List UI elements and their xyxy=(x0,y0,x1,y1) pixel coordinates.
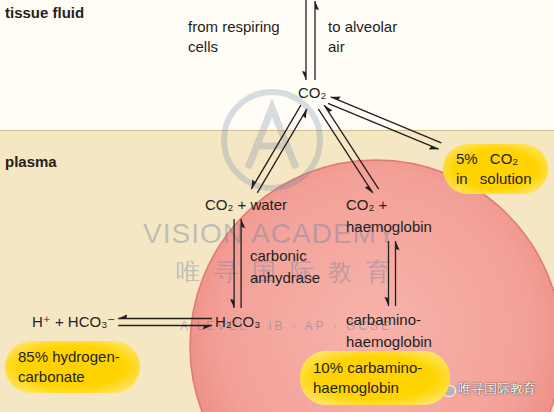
reaction-arrow xyxy=(324,105,379,189)
node-text: H₂CO₃ xyxy=(215,311,260,333)
node-text: 5% CO₂ in solution xyxy=(456,149,536,189)
reaction-arrow xyxy=(251,105,301,189)
outflow-arrow xyxy=(314,1,315,80)
enzyme-label: carbonic anhydrase xyxy=(250,245,330,289)
ion-node: H⁺ + HCO₃⁻ xyxy=(32,311,115,333)
reaction-arrow xyxy=(318,109,373,193)
node-text: CO₂ + water xyxy=(205,194,287,216)
node-text: H⁺ + HCO₃⁻ xyxy=(32,311,115,333)
watermark-logo xyxy=(224,92,320,188)
co2-node: CO₂ xyxy=(298,82,326,104)
node-text: CO₂ + haemoglobin xyxy=(346,194,438,238)
reaction-arrow xyxy=(118,318,212,319)
reaction-arrow xyxy=(257,109,307,193)
reactant-node: CO₂ + water xyxy=(205,194,287,216)
percent-callout: 85% hydrogen- carbonate xyxy=(5,341,140,393)
wechat-icon xyxy=(433,380,456,397)
red-blood-cell xyxy=(190,160,554,412)
reactant-node: CO₂ + haemoglobin xyxy=(346,194,438,238)
inflow-arrow xyxy=(305,0,306,80)
flow-label: to alveolar air xyxy=(328,17,400,57)
product-node: carbamino- haemoglobin xyxy=(346,309,438,353)
watermark: 唯寻国际教育 xyxy=(458,379,536,399)
reaction-arrow xyxy=(331,97,442,143)
node-text: CO₂ xyxy=(298,82,326,104)
percent-callout: 10% carbamino- haemoglobin xyxy=(300,351,450,405)
flow-label: from respiring cells xyxy=(188,17,282,57)
reaction-arrow xyxy=(328,103,439,149)
node-text: 10% carbamino- haemoglobin xyxy=(313,358,429,398)
region-label: tissue fluid xyxy=(5,3,84,23)
region-label: plasma xyxy=(5,152,57,172)
percent-callout: 5% CO₂ in solution xyxy=(443,144,548,194)
acid-node: H₂CO₃ xyxy=(215,311,260,333)
node-text: carbamino- haemoglobin xyxy=(346,309,438,353)
node-text: 85% hydrogen- carbonate xyxy=(18,347,126,387)
